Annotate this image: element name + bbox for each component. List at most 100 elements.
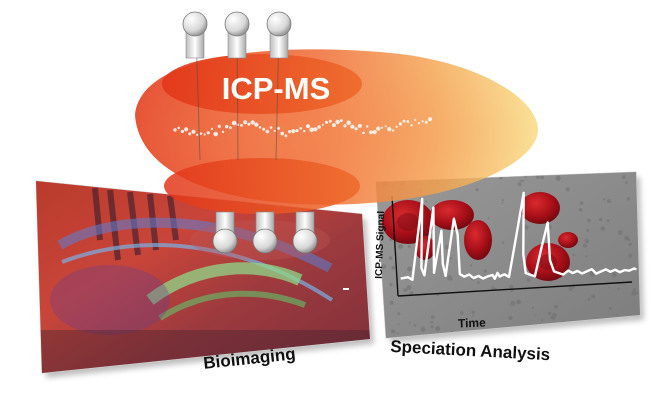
- background-speckle: [391, 265, 396, 270]
- speciation-y-axis-label: ICP-MS Signal: [374, 211, 387, 279]
- background-speckle: [547, 311, 552, 315]
- background-speckle: [381, 264, 387, 269]
- upper-rod-3: [266, 11, 292, 161]
- background-speckle: [425, 200, 428, 203]
- background-speckle: [477, 281, 480, 284]
- ion-particle: [335, 119, 340, 125]
- background-speckle: [501, 199, 505, 202]
- ion-particle: [180, 129, 185, 134]
- ion-particle: [269, 126, 273, 129]
- background-speckle: [508, 315, 513, 321]
- ion-particle: [313, 127, 318, 132]
- ion-particle: [225, 124, 229, 129]
- speciation-x-axis-label: Time: [458, 316, 487, 331]
- ion-particle: [372, 130, 377, 135]
- background-speckle: [625, 181, 628, 184]
- ion-rods: [182, 11, 318, 254]
- background-speckle: [591, 294, 596, 299]
- ion-particle: [406, 120, 410, 123]
- ion-particle: [384, 125, 387, 128]
- background-speckle: [608, 286, 611, 289]
- background-speckle: [491, 286, 495, 290]
- background-speckle: [533, 314, 536, 317]
- background-speckle: [551, 312, 557, 318]
- ion-particle: [196, 133, 199, 136]
- background-speckle: [526, 277, 531, 282]
- background-speckle: [586, 229, 590, 232]
- background-speckle: [590, 273, 595, 277]
- background-speckle: [598, 218, 603, 222]
- background-speckle: [435, 326, 441, 332]
- ion-particle: [346, 120, 352, 126]
- background-speckle: [397, 323, 400, 326]
- background-speckle: [509, 284, 514, 290]
- background-speckle: [530, 172, 536, 176]
- background-speckle: [397, 312, 401, 316]
- ion-particle: [295, 129, 299, 133]
- blood-cell: [558, 232, 578, 248]
- ion-particle: [354, 127, 358, 131]
- background-speckle: [521, 179, 525, 183]
- ion-particle: [280, 131, 285, 136]
- ion-particle: [357, 123, 362, 128]
- background-speckle: [628, 253, 633, 258]
- plasma-upper-lobe: [162, 54, 362, 114]
- ion-particle: [317, 125, 321, 129]
- background-speckle: [470, 264, 473, 267]
- background-speckle: [636, 291, 639, 294]
- background-speckle: [626, 197, 631, 201]
- background-speckle: [590, 334, 595, 338]
- background-speckle: [568, 287, 573, 292]
- ion-particle: [243, 120, 248, 125]
- background-speckle: [498, 175, 504, 180]
- ion-particle: [417, 122, 420, 125]
- ion-particle: [391, 129, 395, 132]
- background-speckle: [403, 288, 408, 293]
- ion-particle: [254, 122, 259, 127]
- x-axis: [397, 281, 633, 297]
- ion-particle: [184, 127, 189, 132]
- background-speckle: [597, 172, 600, 174]
- background-speckle: [389, 300, 394, 305]
- ion-particle: [369, 130, 373, 135]
- background-speckle: [572, 253, 576, 257]
- ion-particle: [366, 125, 369, 128]
- ion-particle: [258, 126, 262, 129]
- ion-particle: [210, 127, 214, 130]
- background-speckle: [541, 319, 544, 322]
- ion-particle: [398, 122, 402, 126]
- ion-particle: [306, 124, 310, 129]
- background-speckle: [622, 175, 626, 179]
- speciation-label: Speciation Analysis: [390, 337, 551, 364]
- background-speckle: [516, 331, 520, 336]
- background-speckle: [540, 175, 544, 180]
- ion-particle: [288, 130, 292, 134]
- background-speckle: [609, 306, 612, 310]
- ion-particle: [387, 127, 392, 132]
- background-speckle: [607, 199, 612, 204]
- background-speckle: [623, 330, 626, 333]
- background-speckle: [475, 188, 479, 192]
- ion-particle-stream: [173, 117, 432, 138]
- ion-particle: [273, 129, 276, 132]
- background-speckle: [617, 287, 620, 290]
- upper-rod-2: [224, 11, 250, 161]
- ion-particle: [231, 120, 237, 126]
- speciation-panel: [375, 171, 644, 343]
- lower-rod-3: [292, 211, 318, 254]
- background-speckle: [624, 235, 629, 241]
- y-axis: [391, 195, 399, 297]
- lower-rod-2: [252, 211, 278, 254]
- ion-particle: [410, 124, 413, 127]
- background-speckle: [611, 272, 617, 277]
- background-speckle: [430, 325, 434, 329]
- ion-particle: [203, 133, 206, 136]
- ion-particle: [421, 120, 424, 123]
- ion-particle: [402, 119, 406, 123]
- ion-particle: [331, 123, 336, 128]
- background-speckle: [616, 313, 618, 316]
- background-speckle: [408, 321, 411, 324]
- ion-particle: [206, 131, 210, 135]
- background-speckle: [579, 201, 584, 205]
- bioimaging-panel: [35, 180, 374, 378]
